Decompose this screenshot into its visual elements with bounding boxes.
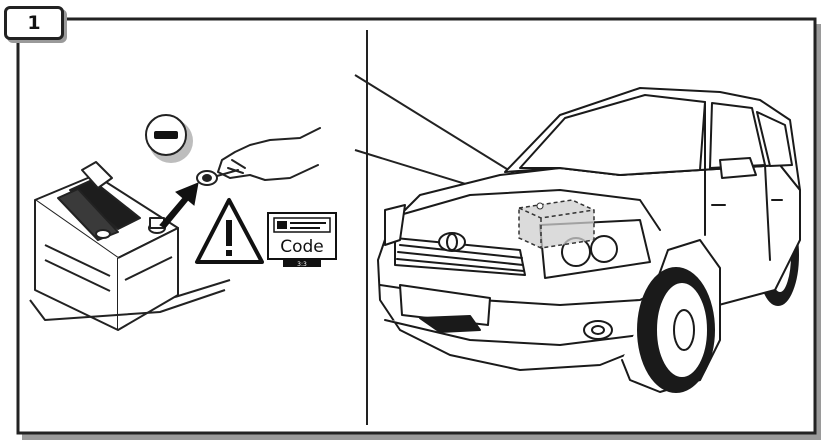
step-number: 1 [7, 12, 61, 34]
code-label: Code 3:3 [268, 213, 336, 268]
step-number-badge: 1 [4, 6, 64, 40]
battery-location-highlight [519, 200, 594, 248]
code-text: Code [280, 237, 324, 257]
code-subtext: 3:3 [297, 261, 307, 268]
